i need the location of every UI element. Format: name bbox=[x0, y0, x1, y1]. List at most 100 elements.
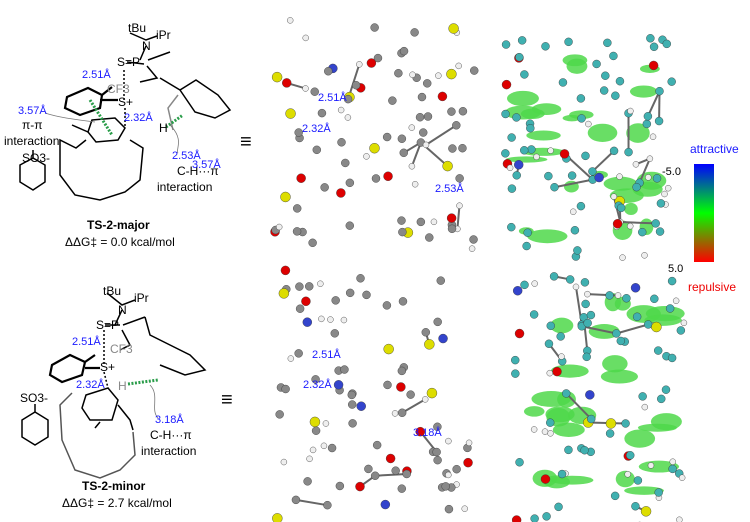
atom bbox=[383, 343, 394, 355]
atom bbox=[672, 297, 680, 304]
atom bbox=[638, 227, 647, 237]
atom bbox=[442, 160, 453, 172]
bond bbox=[456, 205, 461, 230]
nci-isosurface bbox=[523, 406, 545, 417]
atom bbox=[348, 400, 357, 409]
atom bbox=[419, 128, 428, 137]
atom bbox=[522, 241, 531, 251]
nci-isosurface bbox=[624, 429, 656, 448]
atom bbox=[665, 185, 672, 192]
atom bbox=[323, 500, 332, 510]
atom bbox=[511, 515, 522, 522]
atom bbox=[397, 366, 407, 376]
atom bbox=[402, 469, 411, 479]
distance-label: 3.57Å bbox=[192, 158, 221, 171]
atom bbox=[668, 464, 677, 474]
tbu-label: tBu bbox=[128, 21, 146, 35]
atom bbox=[391, 410, 399, 417]
atom bbox=[295, 304, 305, 313]
atom bbox=[363, 153, 370, 160]
atom bbox=[624, 471, 631, 478]
atom bbox=[437, 91, 448, 102]
nci-isosurface bbox=[629, 85, 658, 98]
nci-isosurface bbox=[626, 123, 650, 143]
atom bbox=[610, 491, 620, 501]
atom bbox=[306, 455, 313, 463]
atom bbox=[557, 469, 567, 479]
atom bbox=[345, 178, 355, 188]
n-label: N bbox=[142, 39, 151, 53]
equivalence-sign: ≡ bbox=[240, 131, 252, 153]
atom bbox=[397, 216, 406, 225]
atom bbox=[295, 282, 304, 291]
nci-isosurface bbox=[520, 108, 545, 120]
nci-isosurface bbox=[600, 369, 639, 384]
atom bbox=[335, 481, 345, 491]
distance-label: 3.18Å bbox=[155, 413, 184, 426]
atom bbox=[599, 86, 609, 95]
atom bbox=[611, 91, 620, 100]
atom bbox=[309, 416, 321, 428]
nci-isosurface bbox=[602, 355, 628, 373]
nci-isosurface bbox=[505, 156, 548, 163]
atom bbox=[327, 443, 337, 453]
nci-isosurface bbox=[637, 423, 677, 432]
nci-isosurface bbox=[562, 114, 582, 122]
distance-label: 2.32Å bbox=[124, 111, 153, 124]
atom bbox=[656, 199, 666, 208]
minor-ball-stick-model bbox=[272, 265, 473, 522]
colorbar-top-label: attractive bbox=[690, 142, 739, 156]
bond bbox=[616, 323, 649, 335]
atom bbox=[312, 145, 321, 155]
h-label: H bbox=[118, 379, 127, 393]
atom bbox=[558, 78, 568, 87]
distance-label: 2.51Å bbox=[72, 335, 101, 348]
bond bbox=[410, 142, 422, 167]
atom bbox=[347, 390, 356, 400]
atom bbox=[452, 121, 461, 130]
atom bbox=[461, 505, 468, 512]
atom bbox=[559, 149, 570, 159]
atom bbox=[588, 167, 597, 176]
atom bbox=[371, 174, 381, 183]
atom bbox=[448, 23, 459, 34]
atom bbox=[330, 329, 339, 338]
atom bbox=[572, 283, 580, 291]
s-plus-label: S+ bbox=[100, 360, 115, 374]
pi-pi-label: π-π bbox=[22, 118, 43, 132]
atom bbox=[320, 183, 329, 192]
atom bbox=[514, 160, 524, 170]
bond bbox=[646, 90, 661, 117]
atom bbox=[372, 440, 382, 450]
atom bbox=[373, 53, 383, 63]
atom bbox=[271, 71, 283, 83]
atom bbox=[621, 419, 630, 428]
bond bbox=[375, 473, 407, 477]
atom bbox=[345, 288, 355, 298]
atom bbox=[603, 38, 612, 48]
atom bbox=[526, 124, 535, 133]
atom bbox=[370, 471, 380, 480]
atom bbox=[586, 310, 596, 320]
atom bbox=[421, 328, 430, 337]
atom bbox=[380, 499, 391, 510]
atom bbox=[408, 163, 416, 170]
atom bbox=[654, 488, 663, 497]
atom bbox=[446, 213, 457, 223]
atom bbox=[382, 132, 392, 142]
nci-isosurface bbox=[550, 475, 594, 485]
atom bbox=[520, 280, 529, 290]
atom bbox=[627, 222, 634, 230]
atom bbox=[441, 482, 450, 491]
atom bbox=[411, 181, 419, 188]
atom bbox=[576, 94, 586, 103]
atom bbox=[355, 481, 365, 492]
atom bbox=[444, 504, 454, 514]
atom bbox=[433, 455, 442, 465]
atom bbox=[667, 276, 677, 286]
atom bbox=[646, 34, 655, 43]
nci-isosurface bbox=[624, 202, 638, 216]
atom bbox=[410, 28, 419, 37]
atom bbox=[302, 317, 312, 327]
atom bbox=[556, 332, 565, 341]
